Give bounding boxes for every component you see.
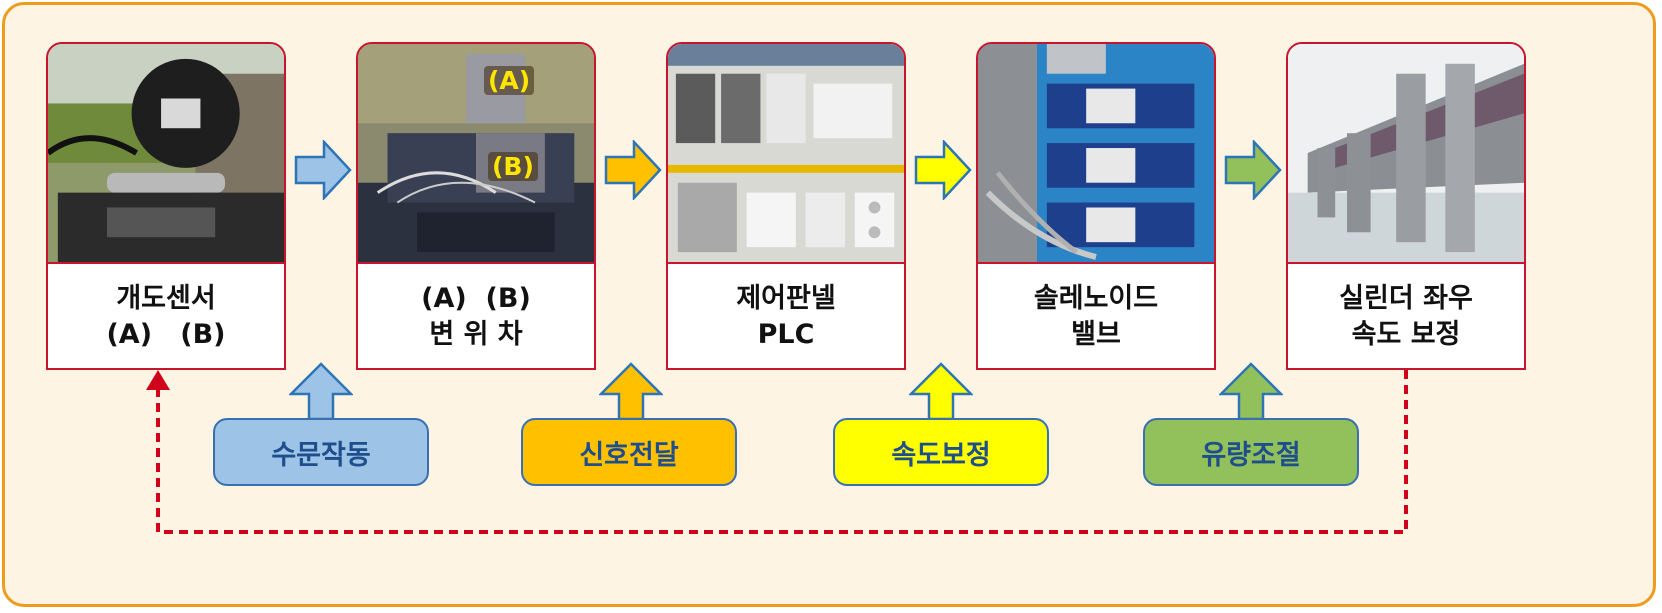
- step-caption-line2: PLC: [757, 319, 815, 350]
- step-card-displacement: (A) (B) (A) (B) 변 위 차: [356, 42, 596, 370]
- step-card-solenoid-valve: 솔레노이드 밸브: [976, 42, 1216, 370]
- step-caption-line1: 제어판넬: [736, 283, 836, 314]
- step-caption-line1: 실린더 좌우: [1339, 283, 1473, 314]
- step-caption: 제어판넬 PLC: [668, 264, 904, 368]
- flow-arrow-right-icon: [604, 140, 662, 200]
- photo-opening-sensor: [48, 44, 284, 264]
- feedback-loop-line: [146, 370, 1408, 534]
- step-caption-line2: 밸브: [1071, 319, 1121, 350]
- flow-arrow-right-icon: [914, 140, 972, 200]
- photo-label-a: (A): [484, 66, 535, 95]
- feedback-arrowhead-icon: [146, 370, 170, 390]
- step-caption-line1: (A) (B): [421, 283, 531, 314]
- photo-control-panel: [668, 44, 904, 264]
- action-flow-control: 유량조절: [1143, 418, 1359, 486]
- action-speed-correction: 속도보정: [833, 418, 1049, 486]
- step-caption-line1: 개도센서: [116, 283, 216, 314]
- step-caption-line2: 변 위 차: [429, 319, 523, 350]
- step-caption-line1: 솔레노이드: [1033, 283, 1159, 314]
- photo-solenoid-valve: [978, 44, 1214, 264]
- flow-arrow-right-icon: [1224, 140, 1282, 200]
- step-card-opening-sensor: 개도센서 (A) (B): [46, 42, 286, 370]
- step-caption-line2: (A) (B): [106, 319, 226, 350]
- photo-floodgate: [1288, 44, 1524, 264]
- action-signal-transfer: 신호전달: [521, 418, 737, 486]
- step-card-cylinder-speed: 실린더 좌우 속도 보정: [1286, 42, 1526, 370]
- step-caption: 개도센서 (A) (B): [48, 264, 284, 368]
- step-caption: 솔레노이드 밸브: [978, 264, 1214, 368]
- step-caption: 실린더 좌우 속도 보정: [1288, 264, 1524, 368]
- step-caption-line2: 속도 보정: [1351, 319, 1461, 350]
- photo-label-b: (B): [488, 152, 538, 181]
- step-card-control-panel: 제어판넬 PLC: [666, 42, 906, 370]
- photo-displacement-sensors: (A) (B): [358, 44, 594, 264]
- flow-arrow-right-icon: [294, 140, 352, 200]
- action-gate-operation: 수문작동: [213, 418, 429, 486]
- step-caption: (A) (B) 변 위 차: [358, 264, 594, 368]
